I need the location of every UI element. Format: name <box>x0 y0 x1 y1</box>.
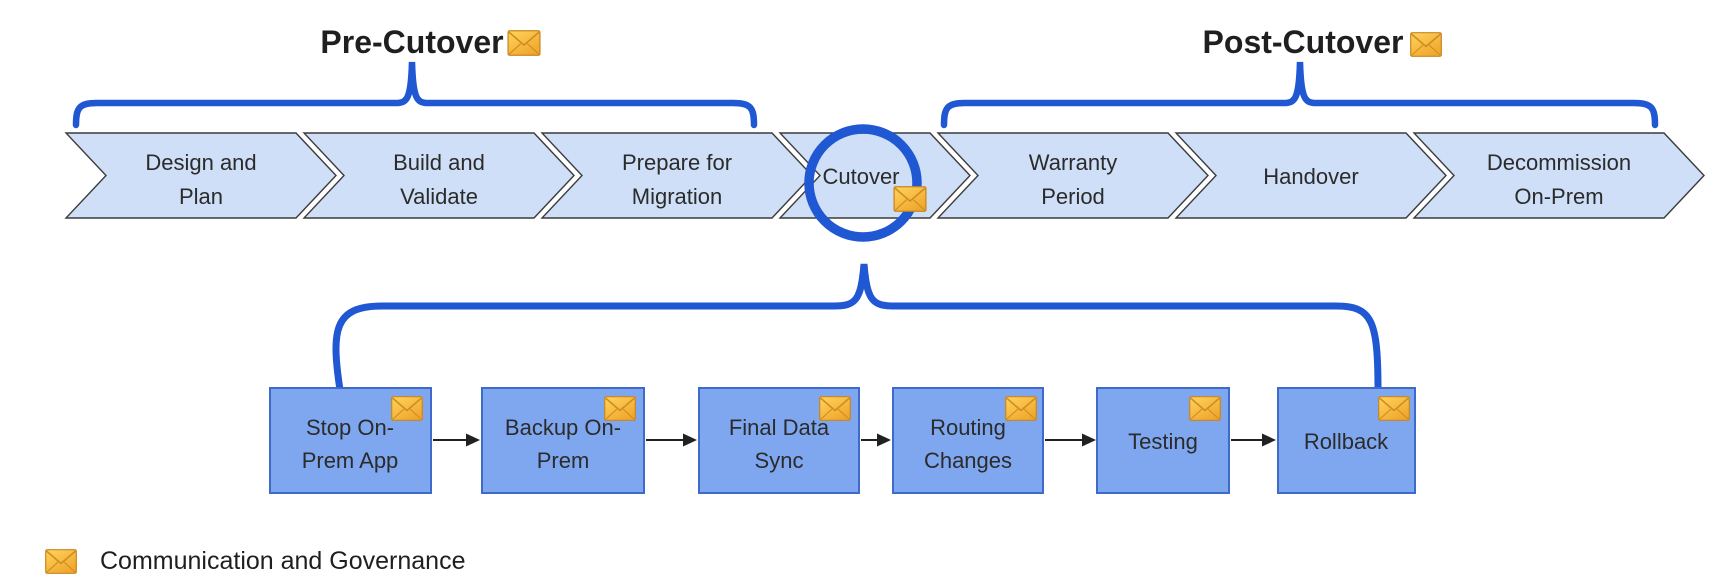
chevron-shape <box>302 132 575 219</box>
step-label-line2: Sync <box>755 448 804 473</box>
step-label-line1: Final Data <box>729 415 830 440</box>
stage-label-line2: Period <box>1041 184 1105 209</box>
stage-label-line1: Warranty <box>1029 150 1117 175</box>
stage-label-line1: Cutover <box>822 164 899 189</box>
envelope-icon <box>1410 32 1442 57</box>
legend: Communication and Governance <box>45 547 465 575</box>
timeline-stage-warranty-period: Warranty Period <box>936 132 1209 219</box>
post-cutover-brace <box>940 61 1659 129</box>
chevron-shape <box>64 132 337 219</box>
stage-label-line2: On-Prem <box>1514 184 1603 209</box>
stage-label-line2: Migration <box>632 184 722 209</box>
post-cutover-group: Post-Cutover <box>940 24 1659 129</box>
step-label-line2: Prem App <box>302 448 399 473</box>
stage-label-line1: Handover <box>1263 164 1358 189</box>
stage-label-line1: Decommission <box>1487 150 1631 175</box>
cutover-circle <box>804 124 922 242</box>
step-backup-on-prem: Backup On- Prem <box>481 387 645 494</box>
envelope-icon <box>507 30 541 56</box>
timeline-stage-decommission-on-prem: Decommission On-Prem <box>1412 132 1705 219</box>
envelope-icon <box>1378 396 1410 421</box>
step-testing: Testing <box>1096 387 1230 494</box>
pre-cutover-title: Pre-Cutover <box>320 24 503 60</box>
envelope-icon <box>45 548 77 575</box>
flow-arrow <box>1045 433 1096 447</box>
step-rollback: Rollback <box>1277 387 1416 494</box>
timeline-stage-design-and-plan: Design and Plan <box>64 132 337 219</box>
envelope-icon <box>391 396 423 421</box>
timeline-stage-prepare-for-migration: Prepare for Migration <box>540 132 813 219</box>
envelope-icon <box>1005 396 1037 421</box>
envelope-icon <box>1189 396 1221 421</box>
step-final-data-sync: Final Data Sync <box>698 387 860 494</box>
step-stop-on-prem-app: Stop On- Prem App <box>269 387 432 494</box>
cutover-highlight <box>804 124 927 242</box>
flow-arrow <box>433 433 480 447</box>
flow-arrow <box>861 433 891 447</box>
flow-arrow <box>1231 433 1276 447</box>
cutover-detail-brace <box>332 263 1382 394</box>
stage-label-line2: Validate <box>400 184 478 209</box>
chevron-shape <box>1174 132 1447 219</box>
stage-label-line2: Plan <box>179 184 223 209</box>
chevron-shape <box>540 132 813 219</box>
step-routing-changes: Routing Changes <box>892 387 1044 494</box>
step-label-line1: Stop On- <box>306 415 394 440</box>
step-label-line2: Changes <box>924 448 1012 473</box>
step-label-line1: Backup On- <box>505 415 621 440</box>
step-label-line1: Rollback <box>1304 429 1389 454</box>
chevron-shape <box>1412 132 1705 219</box>
stage-label-line1: Build and <box>393 150 485 175</box>
post-cutover-title: Post-Cutover <box>1203 24 1404 60</box>
step-label-line2: Prem <box>537 448 590 473</box>
stage-label-line1: Prepare for <box>622 150 732 175</box>
step-label-line1: Routing <box>930 415 1006 440</box>
timeline: Design and Plan Build and Validate Prepa… <box>64 132 1705 219</box>
cutover-steps: Stop On- Prem App Backup On- Prem Final … <box>269 387 1416 494</box>
stage-label-line1: Design and <box>145 150 256 175</box>
legend-label: Communication and Governance <box>100 547 465 575</box>
flow-arrow <box>646 433 697 447</box>
pre-cutover-group: Pre-Cutover <box>72 24 758 129</box>
pre-cutover-brace <box>72 61 758 129</box>
timeline-stage-handover: Handover <box>1174 132 1447 219</box>
timeline-stage-build-and-validate: Build and Validate <box>302 132 575 219</box>
step-label-line1: Testing <box>1128 429 1198 454</box>
chevron-shape <box>936 132 1209 219</box>
envelope-icon <box>893 186 927 212</box>
